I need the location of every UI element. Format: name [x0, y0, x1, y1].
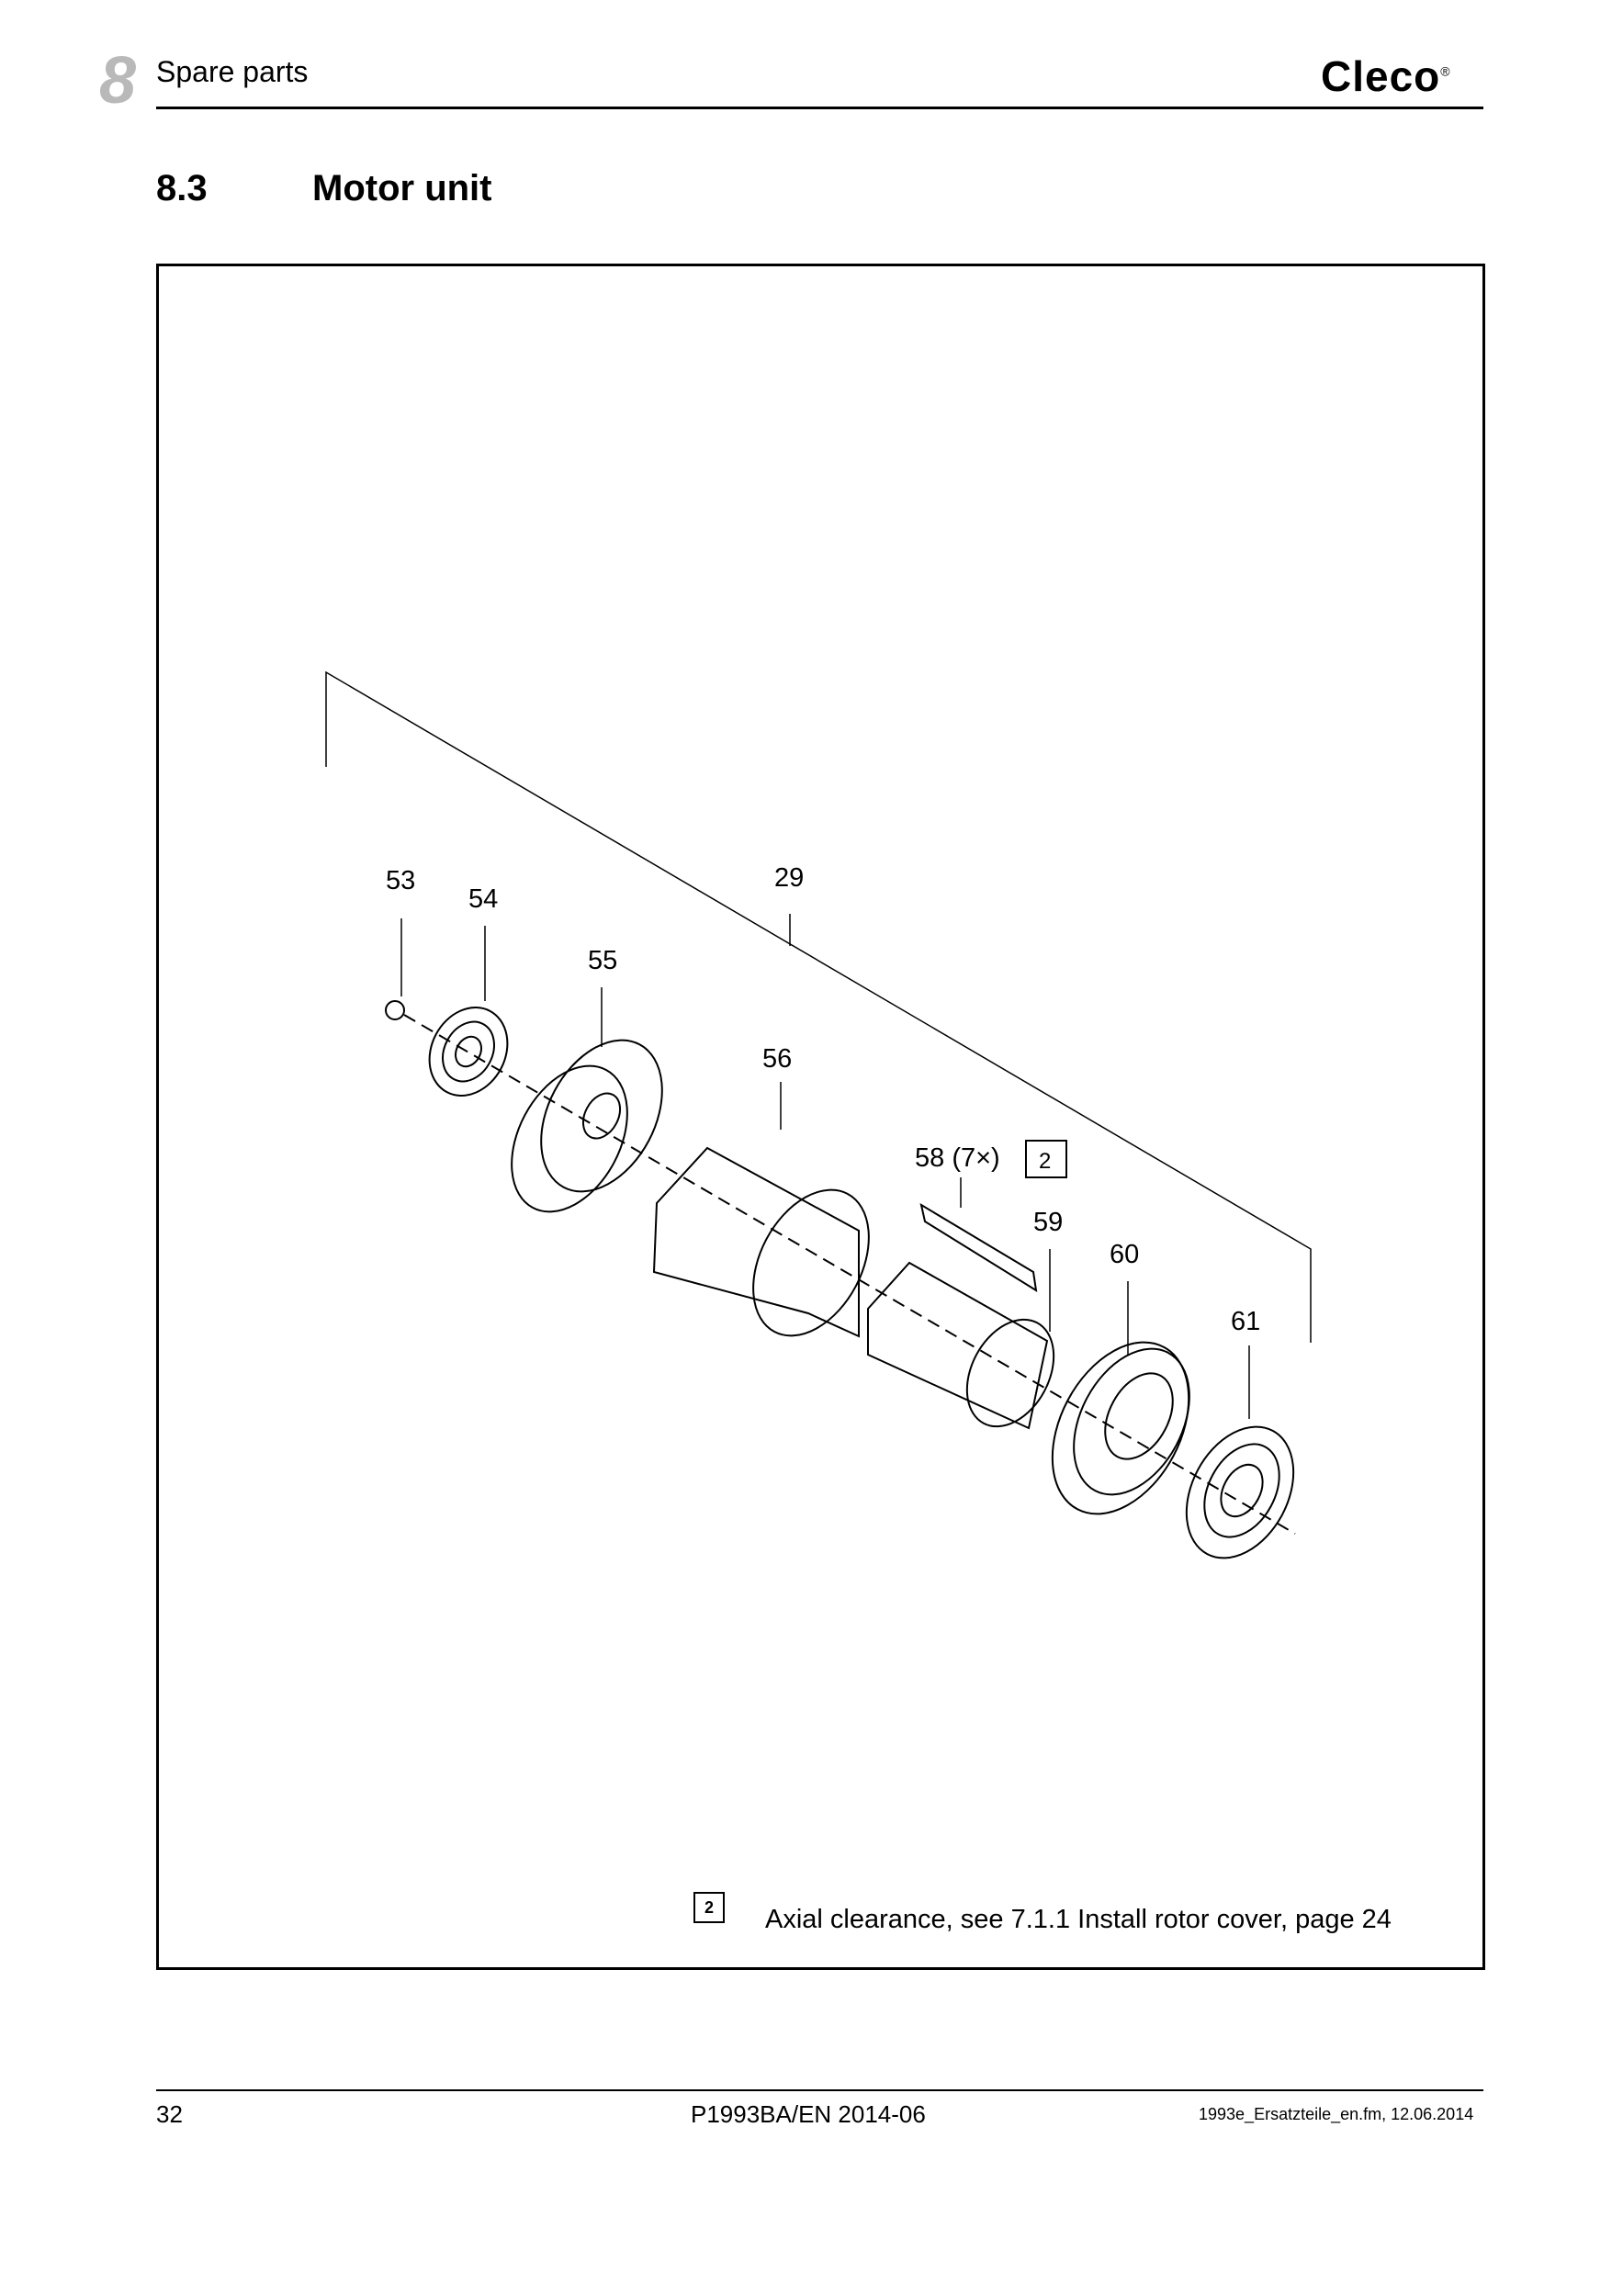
bearing-61-bore — [1220, 1463, 1264, 1518]
note-ref-box — [1025, 1140, 1067, 1178]
file-info: 1993e_Ersatzteile_en.fm, 12.06.2014 — [1199, 2105, 1474, 2123]
bearing-61-inner — [1203, 1443, 1280, 1538]
legend-note-badge: 2 — [693, 1892, 725, 1923]
callout-53: 53 — [386, 866, 415, 895]
bearing-54-inner — [442, 1020, 495, 1083]
bearing-54-bore — [455, 1035, 482, 1068]
cover-60-outer — [1051, 1341, 1190, 1515]
section-number: 8.3 — [156, 168, 208, 208]
end-plate-55-face — [540, 1039, 663, 1193]
rotor-59-body — [867, 1261, 1049, 1430]
end-plate-55-bore — [581, 1092, 622, 1140]
header-divider — [156, 107, 1483, 109]
page-number: 32 — [156, 2100, 183, 2128]
cover-60-rim — [1073, 1347, 1190, 1496]
callout-54: 54 — [468, 884, 498, 914]
vane-58 — [919, 1202, 1038, 1292]
cylinder-56-face — [752, 1188, 870, 1337]
chapter-title: Spare parts — [156, 55, 309, 88]
center-axis — [403, 1014, 1296, 1535]
cover-60-bore — [1104, 1372, 1174, 1460]
bearing-61-outer — [1185, 1425, 1295, 1559]
registered-mark: ® — [1440, 63, 1451, 79]
document-id: P1993BA/EN 2014-06 — [691, 2100, 926, 2128]
callout-58: 58 (7×) — [915, 1143, 1000, 1173]
note-ref-number: 2 — [1039, 1149, 1051, 1174]
bearing-54-outer — [428, 1007, 509, 1097]
assembly-bracket — [325, 670, 1312, 1343]
ball-53 — [385, 1000, 405, 1020]
callout-61: 61 — [1231, 1307, 1260, 1336]
callout-60: 60 — [1110, 1240, 1139, 1269]
legend-note-text: Axial clearance, see 7.1.1 Install rotor… — [765, 1905, 1392, 1934]
chapter-number: 8 — [99, 44, 137, 118]
brand-logo: Cleco® — [1321, 51, 1451, 101]
section-title: Motor unit — [312, 168, 492, 208]
brand-name: Cleco — [1321, 52, 1441, 100]
cylinder-56-body — [652, 1146, 860, 1338]
callout-55: 55 — [588, 946, 617, 975]
footer-divider — [156, 2089, 1483, 2091]
end-plate-55-back — [511, 1064, 628, 1213]
figure-frame — [156, 264, 1485, 1970]
callout-56: 56 — [762, 1044, 792, 1074]
callout-29: 29 — [774, 863, 804, 893]
callout-59: 59 — [1033, 1208, 1063, 1237]
rotor-59-face — [965, 1318, 1055, 1428]
